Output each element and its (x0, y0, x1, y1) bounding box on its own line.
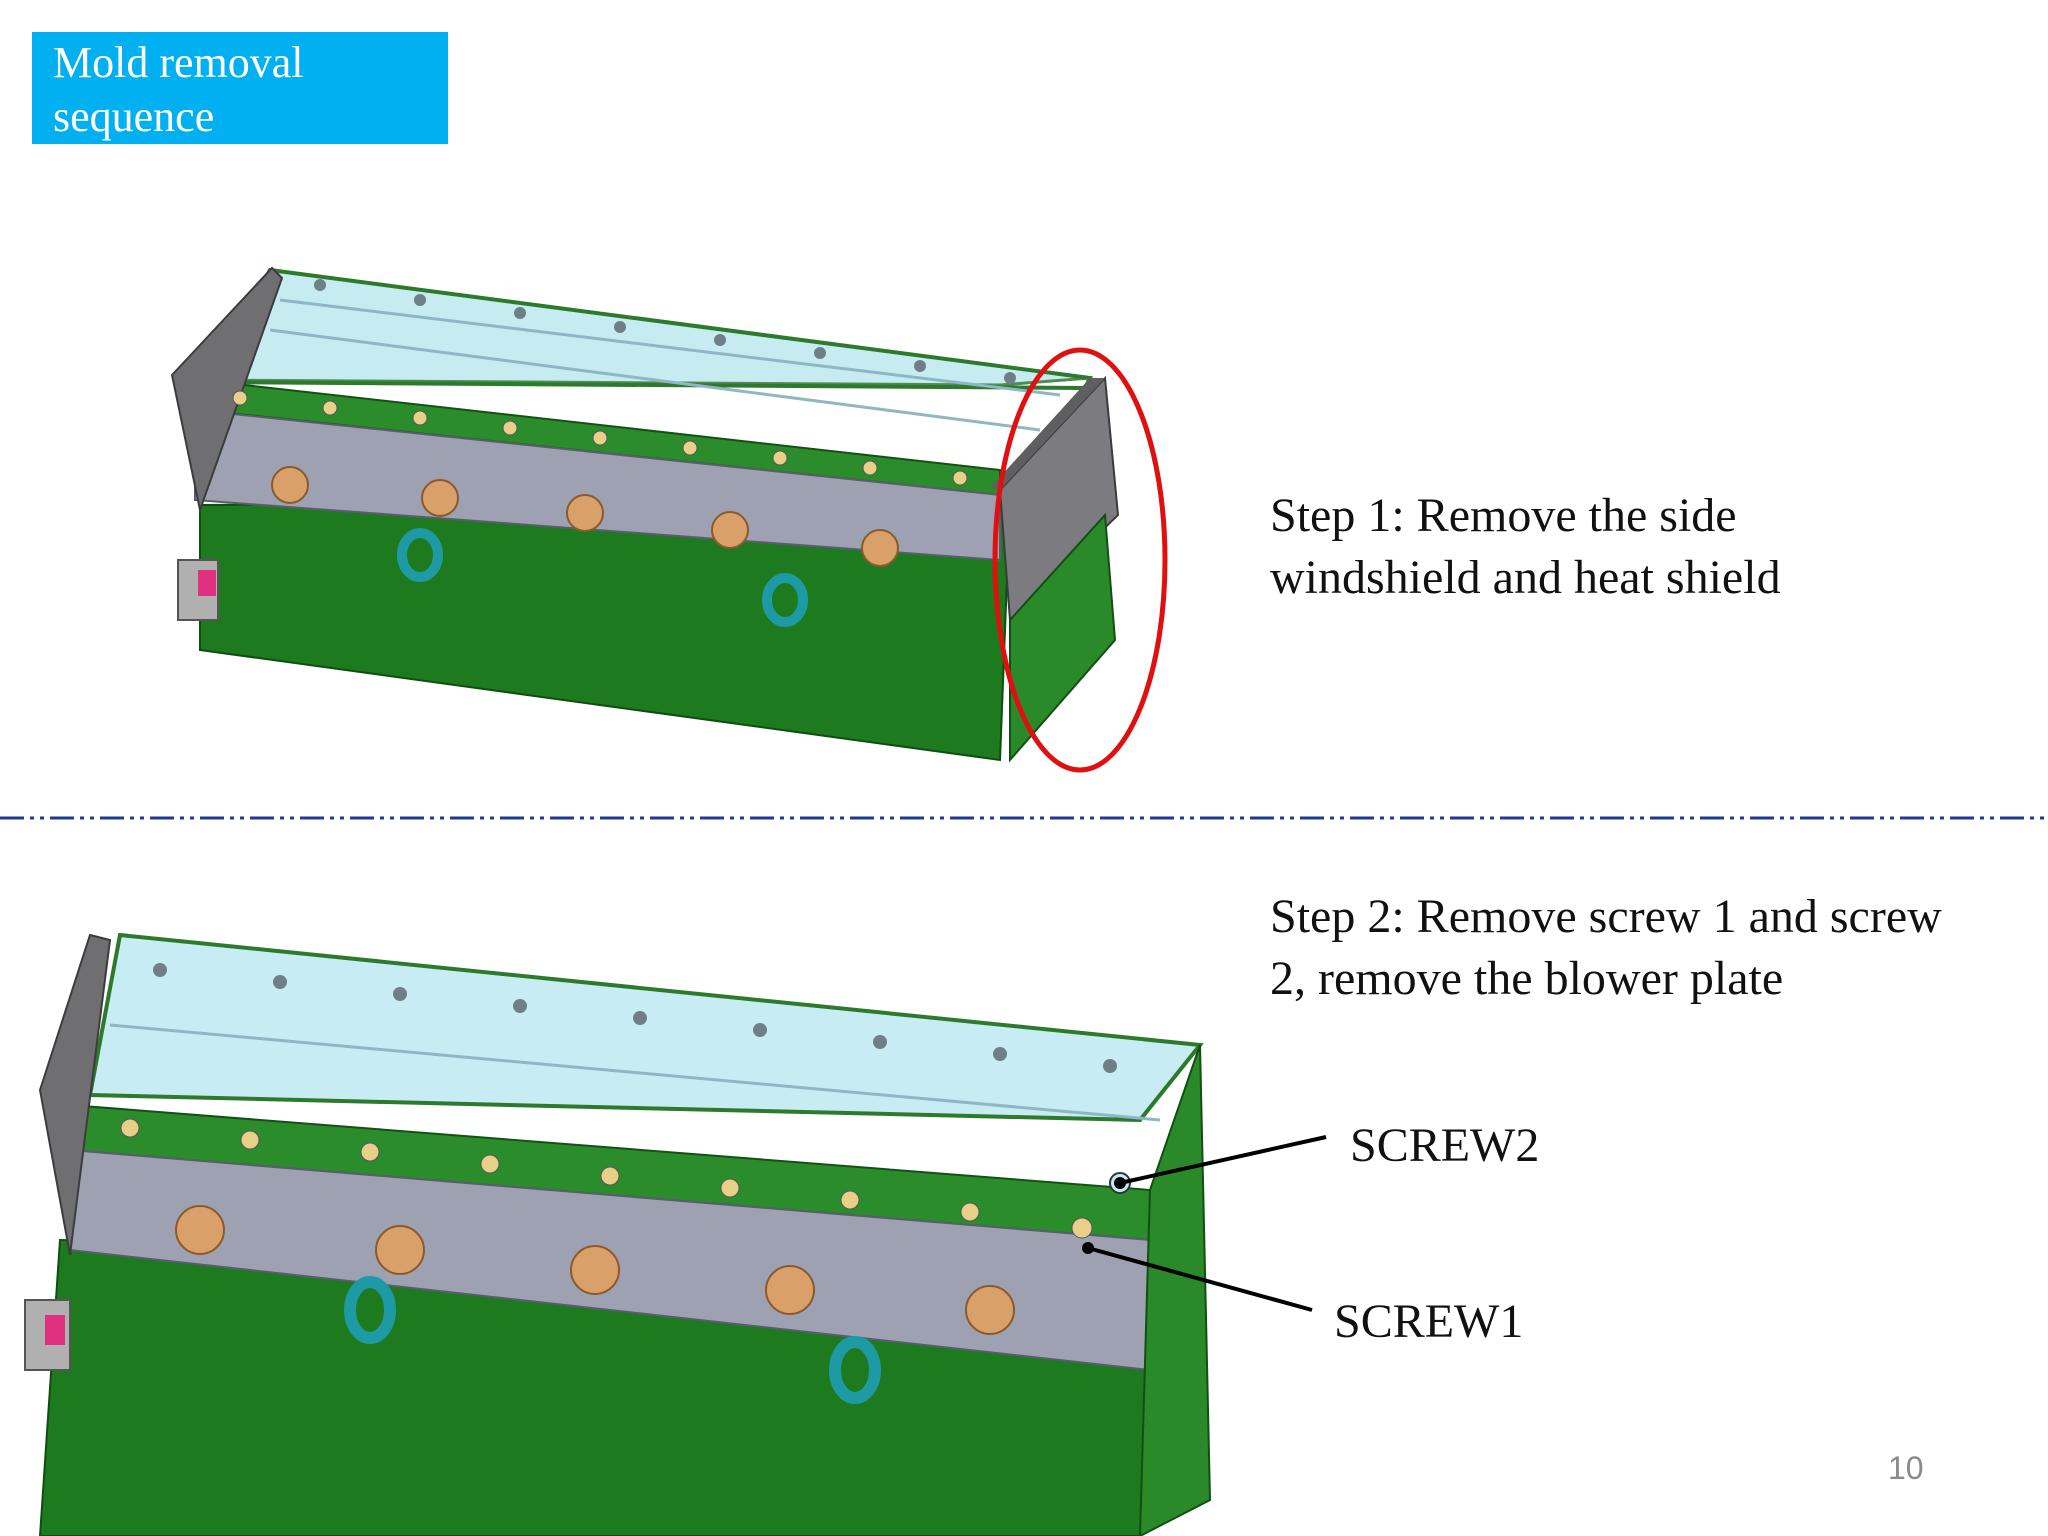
highlight-circle (992, 347, 1168, 773)
mold-assembly-step2 (24, 932, 1212, 1536)
mold-assembly-step1 (170, 266, 1120, 763)
screw1-leader (1082, 1242, 1313, 1312)
page-number: 10 (1888, 1450, 1924, 1486)
slide-title: Mold removal sequence (32, 32, 448, 144)
screw1-label: SCREW1 (1334, 1295, 1524, 1348)
screw2-leader (1114, 1135, 1327, 1189)
step2-text: Step 2: Remove screw 1 and screw 2, remo… (1270, 890, 1942, 1005)
screw2-label: SCREW2 (1350, 1119, 1540, 1172)
step1-text: Step 1: Remove the side windshield and h… (1270, 489, 1781, 604)
